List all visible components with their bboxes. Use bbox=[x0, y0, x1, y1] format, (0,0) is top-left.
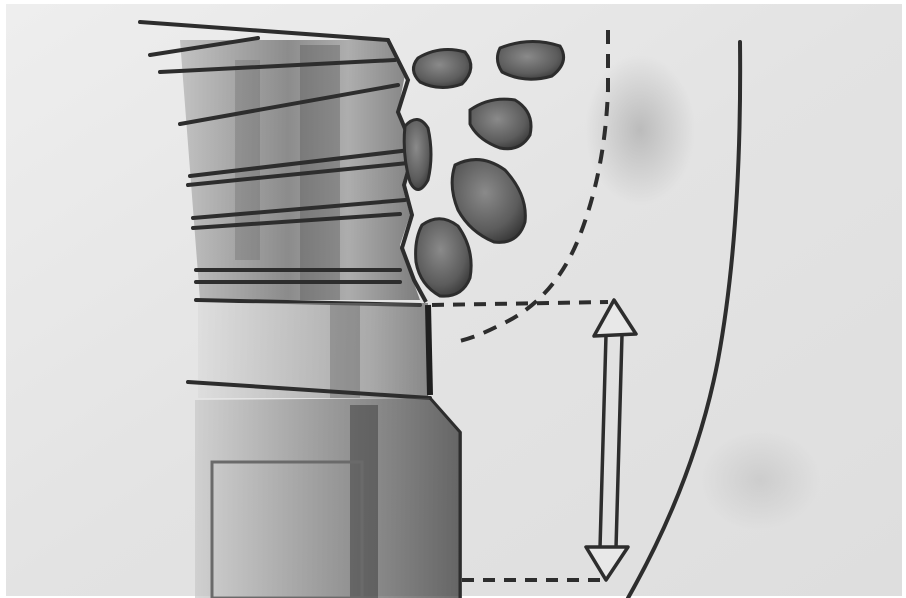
collar-shadow bbox=[330, 303, 360, 398]
bone-particle bbox=[413, 50, 470, 88]
bone-particle bbox=[404, 119, 431, 189]
paper-smudge bbox=[585, 55, 695, 205]
implant-outline bbox=[195, 398, 462, 598]
crown-shadow-streak bbox=[235, 60, 260, 260]
abutment-collar bbox=[188, 303, 430, 398]
paper-smudge bbox=[700, 430, 820, 530]
collar-right-edge bbox=[428, 305, 430, 395]
bone-particle bbox=[497, 41, 563, 79]
implant-body bbox=[195, 398, 462, 598]
implant-shadow-streak bbox=[350, 405, 378, 598]
